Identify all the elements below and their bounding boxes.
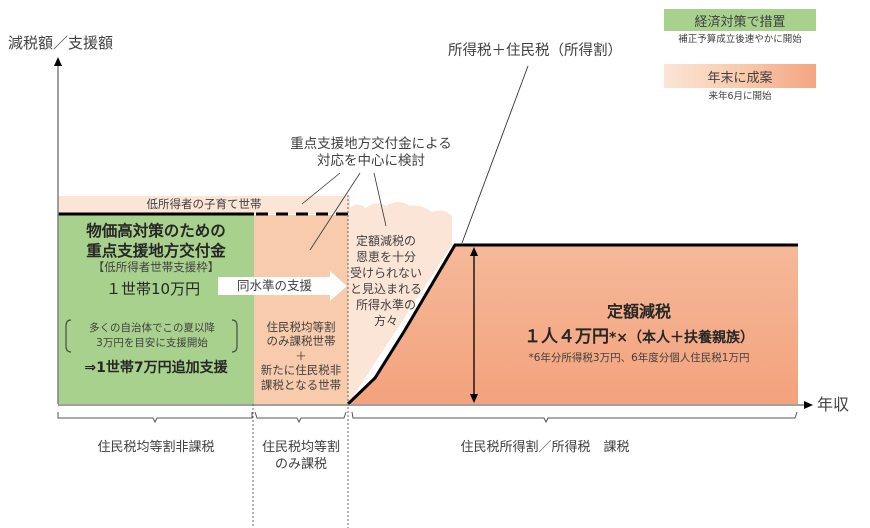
note-bracket-left [65,319,72,353]
leader-review-2 [309,172,361,251]
brace-category-1 [57,412,253,424]
middle-block: 住民税均等割 のみ課税世帯 ＋ 新たに住民税非 課税となる世帯 [254,320,348,392]
main-block-amount-row: １人４万円*×（本人＋扶養親族） [480,322,798,347]
category-label-1: 住民税均等割非課税 [97,440,215,455]
y-axis-label: 減税額／支援額 [8,34,114,52]
leader-review-1 [301,172,341,205]
gap-block-line6: 方々 [373,313,398,328]
gap-block-bg [348,202,452,404]
legend-swatch-peach [664,64,816,88]
legend-green-title: 経済対策で措置 [694,15,786,30]
green-block-title-line1: 物価高対策のための [86,222,226,240]
green-block-additional: ⇒1世帯7万円追加支援 [84,360,228,376]
band-label: 低所得者の子育て世帯 [146,197,262,211]
brace-category-2 [254,411,347,424]
tax-curve-label: 所得税＋住民税（所得割） [448,43,622,59]
legend-swatch-green [664,9,816,31]
gap-block-line5: 所得水準の [355,297,416,312]
same-level-arrow-shape [218,271,347,301]
tax-reduction-curve [346,243,798,406]
x-axis-label: 年収 [817,395,850,414]
main-block-bg [348,245,798,404]
green-block-bg [58,215,254,404]
main-block-footnote: *6年分所得税3万円、6年度分個人住民税1万円 [528,352,750,364]
brace-category-3 [351,411,798,424]
green-block-title-line2: 重点支援地方交付金 [86,241,226,260]
y-axis-arrow-icon [54,57,62,66]
green-block-note-line2: 3万円を目安に支援開始 [96,337,208,349]
band-low-income-childrearing [58,196,350,214]
middle-block-bg [254,215,348,404]
middle-block-line1: 住民税均等割 [266,320,336,334]
category-label-2-line1: 住民税均等割 [261,440,340,455]
leader-tax-curve [461,65,529,244]
main-block-amount: １人４万円 [523,327,609,347]
green-block-amount: １世帯10万円 [106,280,201,298]
main-block-formula: *×（本人＋扶養親族） [608,330,755,346]
category-label-2-line2: のみ課税 [274,457,327,472]
legend-green-subtitle: 補正予算成立後速やかに開始 [678,34,802,45]
middle-block-line2: のみ課税世帯 [266,334,336,349]
x-axis-arrow-icon [804,401,813,409]
main-block-title: 定額減税 [606,302,671,321]
leader-review-3 [373,172,387,227]
review-note-line2: 対応を中心に検討 [317,153,425,169]
category-label-3: 住民税所得割／所得税 課税 [460,440,630,455]
gap-block-line3: 受けられない [349,265,422,280]
legend-peach-subtitle: 来年6月に開始 [708,91,772,102]
gap-block-line1: 定額減税の [355,234,416,248]
middle-block-line4: 新たに住民税非 [260,363,342,378]
legend-peach-title: 年末に成案 [707,71,773,86]
review-note-line1: 重点支援地方交付金による [290,136,452,152]
same-level-arrow-label: 同水準の支援 [237,278,313,293]
green-block-subtitle: 【低所得者世帯支援枠】 [92,260,220,275]
green-block-note-line1: 多くの自治体でこの夏以降 [89,322,215,334]
gap-block-line2: 恩恵を十分 [355,249,416,264]
green-block: 物価高対策のための 重点支援地方交付金 【低所得者世帯支援枠】 [58,222,254,275]
middle-block-line5: 課税となる世帯 [260,377,342,392]
gap-block: 定額減税の 恩恵を十分 受けられない と見込まれる 所得水準の 方々 [348,234,424,330]
note-bracket-right [231,319,238,353]
middle-block-line3: ＋ [295,348,307,363]
gap-block-line4: と見込まれる [349,281,422,296]
